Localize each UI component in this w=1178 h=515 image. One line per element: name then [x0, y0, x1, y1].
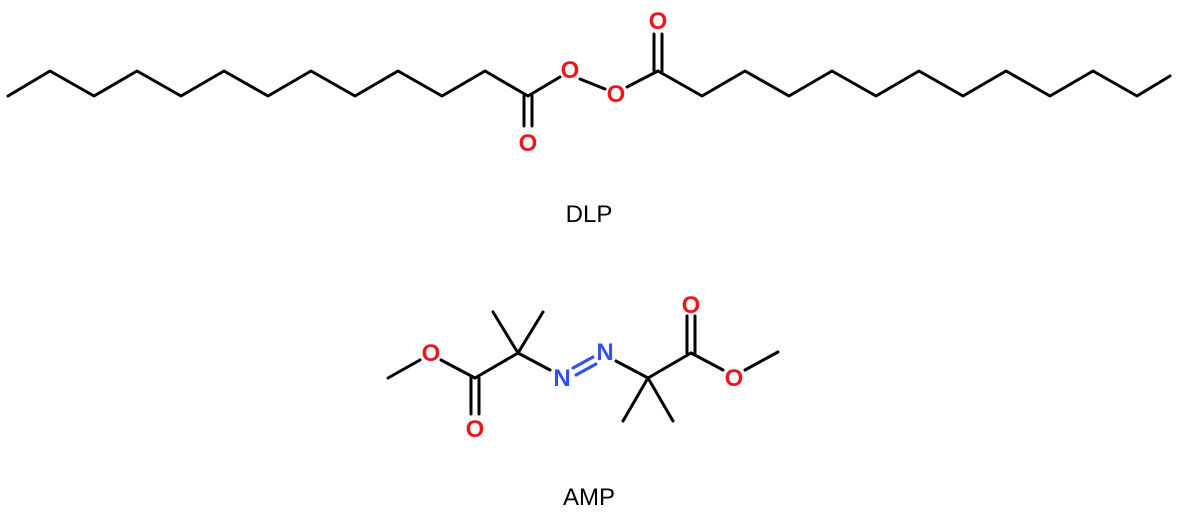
amp-azo-bond-a: [571, 355, 595, 370]
amp-left-methyl-bond-b: [516, 310, 545, 355]
amp-right-ester-o-bond: [689, 351, 725, 372]
molecule-label-amp: AMP: [563, 484, 615, 511]
molecule-amp: O O N N O O AMP: [386, 292, 780, 511]
atom-label-o: O: [519, 130, 538, 157]
molecule-label-dlp: DLP: [566, 201, 613, 228]
amp-left-quaternary-bond: [473, 351, 520, 380]
atom-label-o: O: [725, 365, 744, 392]
atom-label-o: O: [561, 57, 580, 84]
amp-left-ester-o-bond: [439, 358, 477, 380]
atom-label-o: O: [682, 292, 701, 319]
dlp-peroxide-bond: [578, 77, 607, 91]
atom-label-o: O: [422, 340, 441, 367]
atom-label-o: O: [466, 416, 485, 443]
dlp-right-alkyl-chain: [656, 69, 1172, 98]
dlp-left-alkyl-chain: [6, 69, 530, 98]
dlp-ester-bond-right: [625, 69, 660, 89]
dlp-ester-bond-left: [526, 75, 562, 98]
amp-left-methoxy-methyl-bond: [386, 358, 422, 380]
amp-left-methyl-bond-a: [491, 310, 520, 355]
amp-azo-bond-b: [574, 362, 598, 377]
amp-right-methyl-bond-b: [646, 376, 675, 423]
amp-right-quaternary-bond: [646, 351, 693, 380]
atom-label-o: O: [607, 81, 626, 108]
atom-label-o: O: [649, 8, 668, 35]
atom-label-n: N: [596, 339, 613, 366]
molecule-dlp: O O O O DLP: [6, 8, 1172, 228]
amp-right-methyl-bond-a: [621, 376, 650, 423]
amp-right-methoxy-methyl-bond: [743, 350, 780, 372]
atom-label-n: N: [553, 365, 570, 392]
amp-left-cn-bond: [516, 351, 552, 372]
amp-right-nc-bond: [614, 359, 650, 380]
